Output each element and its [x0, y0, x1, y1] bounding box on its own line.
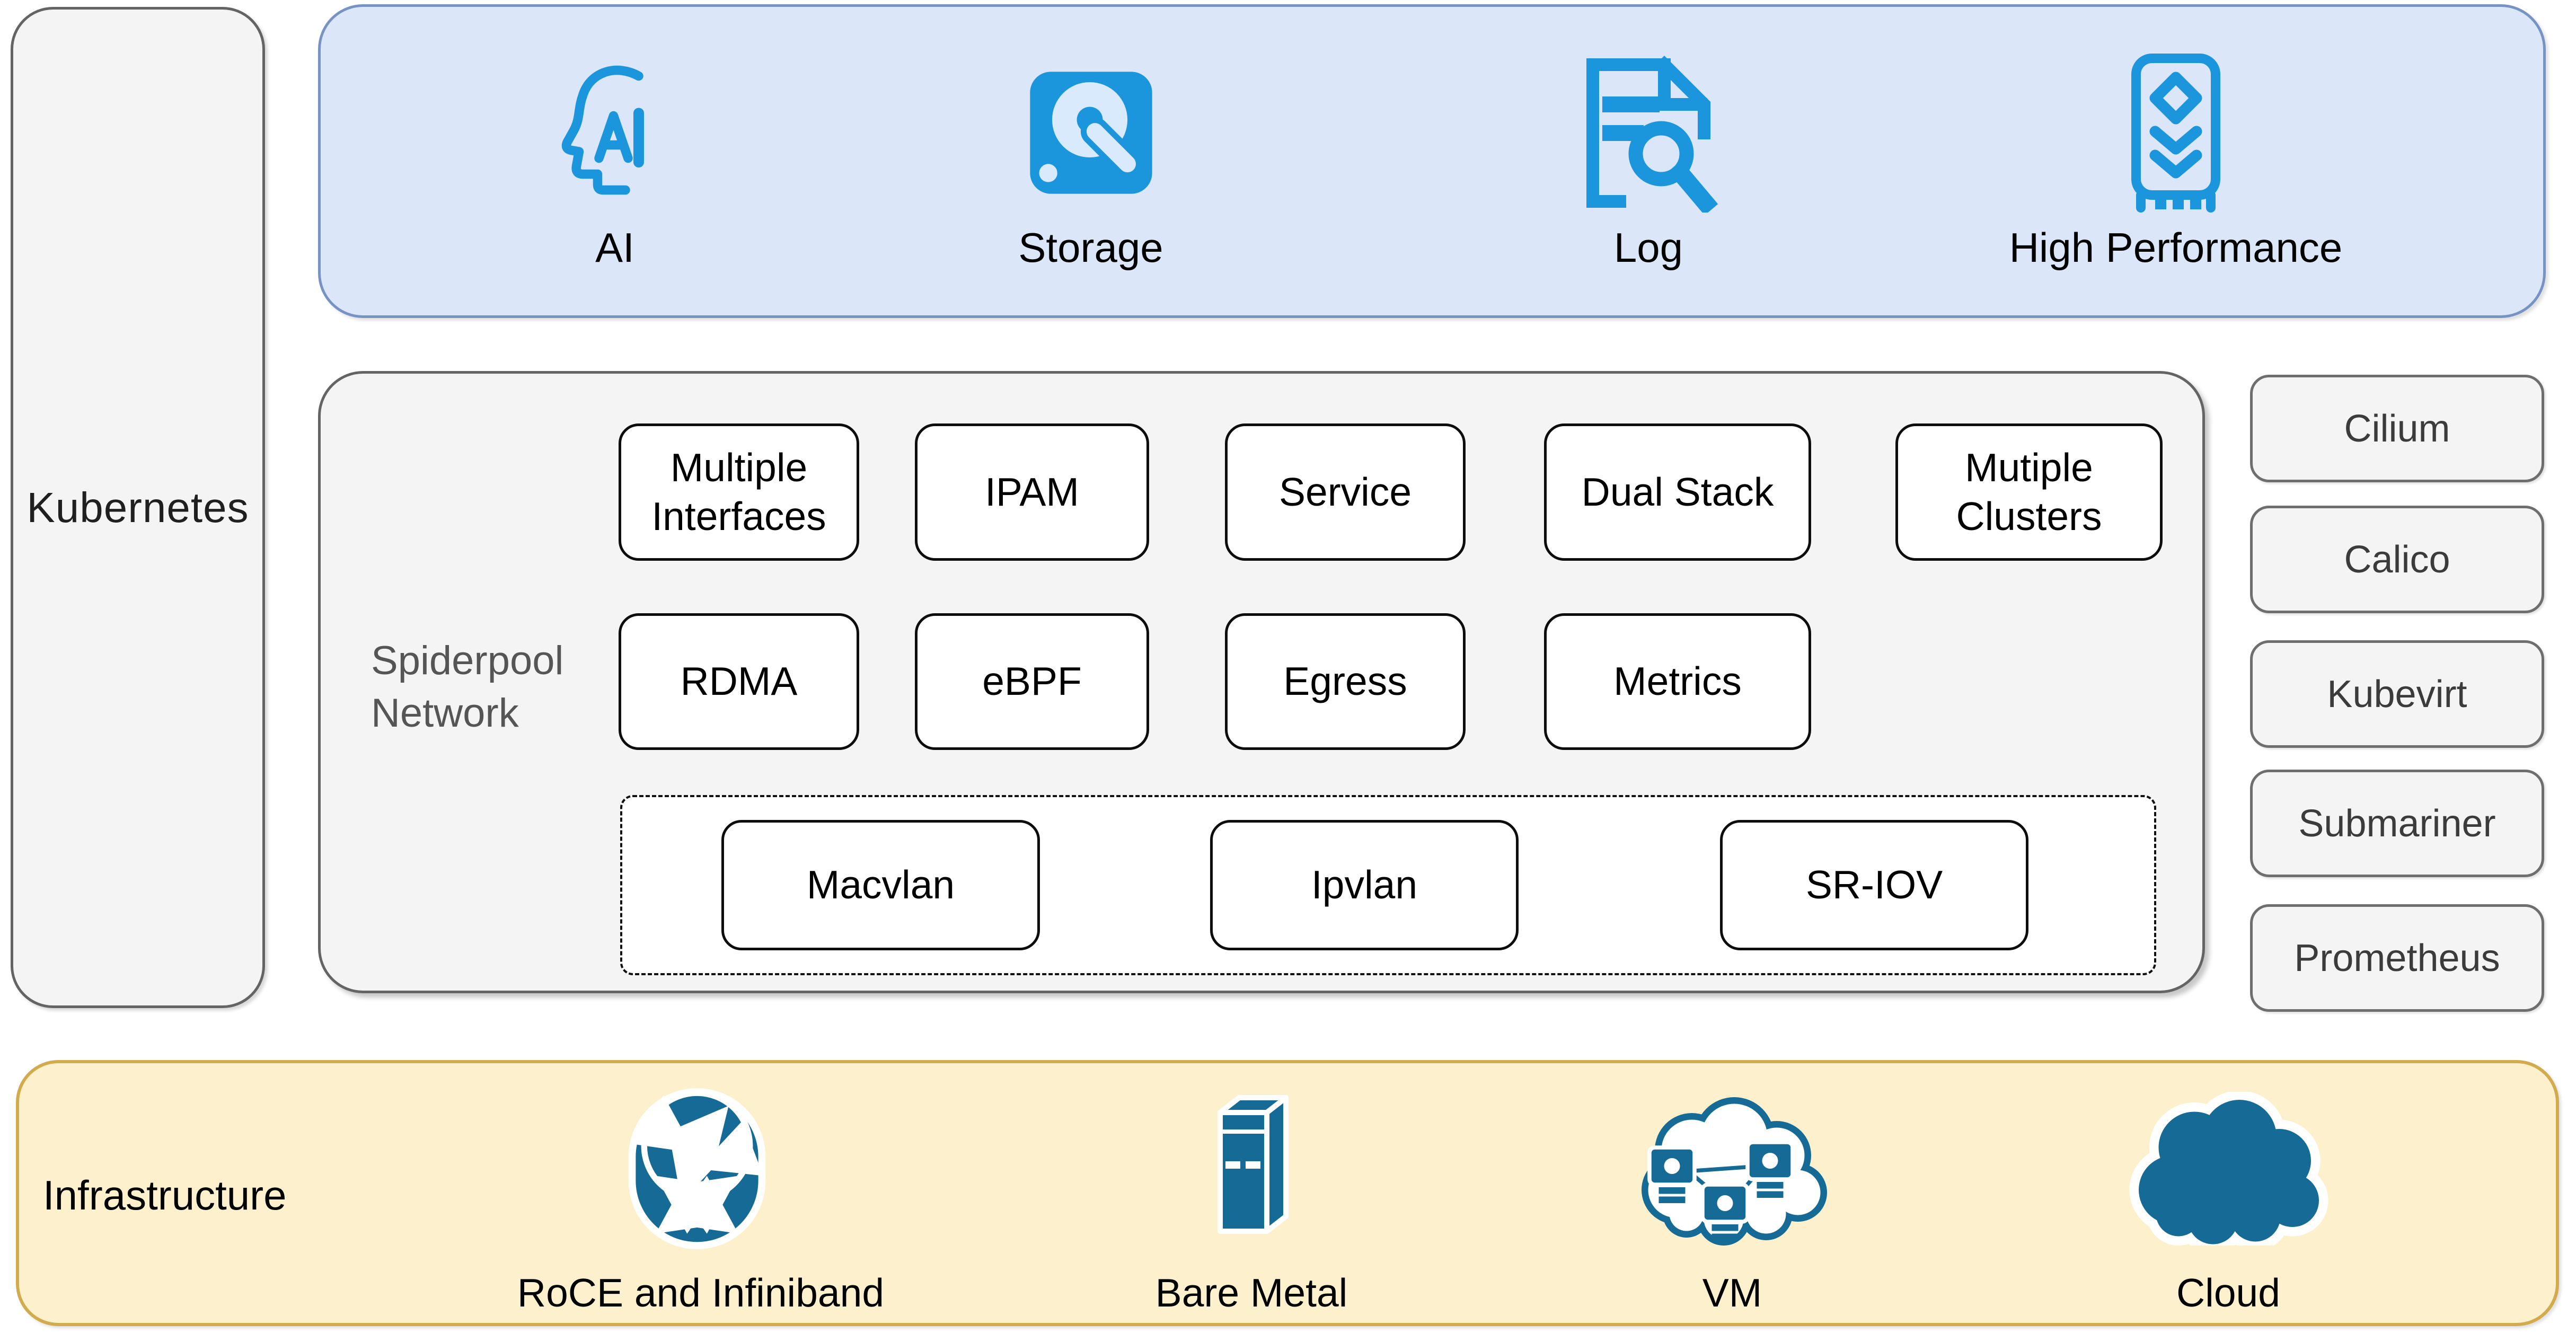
router-icon — [610, 1079, 784, 1259]
kubernetes-panel: Kubernetes — [11, 7, 265, 1008]
ecosystem-box-prometheus: Prometheus — [2250, 904, 2544, 1012]
service-item-label: Log — [1613, 224, 1683, 271]
ecosystem-label: Cilium — [2344, 407, 2450, 450]
service-item-label: High Performance — [2009, 224, 2343, 271]
ecosystem-label: Calico — [2344, 538, 2450, 581]
ecosystem-box-submariner: Submariner — [2250, 770, 2544, 877]
feature-label: Metrics — [1613, 659, 1742, 704]
hard-disk-icon — [1026, 49, 1156, 216]
ecosystem-box-kubevirt: Kubevirt — [2250, 640, 2544, 748]
feature-box-multiple-interfaces: Multiple Interfaces — [619, 423, 859, 561]
infra-item-label-roce: RoCE and Infiniband — [517, 1270, 885, 1315]
log-search-icon — [1569, 49, 1728, 216]
cni-label: SR-IOV — [1805, 862, 1943, 907]
feature-label: Multiple Interfaces — [651, 445, 826, 539]
infra-item-label-cloud: Cloud — [2176, 1270, 2280, 1315]
cni-box-ipvlan: Ipvlan — [1210, 820, 1519, 950]
feature-box-ebpf: eBPF — [915, 613, 1149, 750]
service-item-log: Log — [1463, 49, 1834, 293]
spiderpool-label-line2: Network — [371, 690, 519, 736]
infra-item-label-vm: VM — [1702, 1270, 1762, 1315]
ecosystem-label: Kubevirt — [2327, 673, 2467, 716]
kubernetes-label: Kubernetes — [27, 483, 249, 531]
feature-box-egress: Egress — [1225, 613, 1466, 750]
performance-chip-icon — [2096, 49, 2255, 216]
service-item-ai: AI — [429, 49, 800, 293]
feature-label: Mutiple Clusters — [1956, 445, 2102, 539]
feature-box-rdma: RDMA — [619, 613, 859, 750]
cni-box-macvlan: Macvlan — [721, 820, 1040, 950]
feature-label: IPAM — [985, 469, 1079, 514]
spiderpool-label-line1: Spiderpool — [371, 638, 564, 683]
feature-box-ipam: IPAM — [915, 423, 1149, 561]
service-item-high-performance: High Performance — [1990, 49, 2361, 293]
ai-head-icon — [549, 49, 681, 216]
service-item-label: AI — [595, 224, 634, 271]
cni-label: Ipvlan — [1311, 862, 1418, 907]
server-tower-icon — [1201, 1089, 1307, 1248]
ecosystem-label: Submariner — [2298, 802, 2496, 845]
ecosystem-label: Prometheus — [2294, 937, 2500, 979]
cloud-icon — [2112, 1092, 2330, 1246]
feature-box-dual-stack: Dual Stack — [1544, 423, 1811, 561]
feature-box-metrics: Metrics — [1544, 613, 1811, 750]
cni-box-sriov: SR-IOV — [1720, 820, 2028, 950]
cni-label: Macvlan — [806, 862, 955, 907]
service-item-label: Storage — [1018, 224, 1163, 271]
spiderpool-label: Spiderpool Network — [371, 635, 594, 740]
feature-label: Egress — [1283, 659, 1407, 704]
infrastructure-label: Infrastructure — [43, 1172, 287, 1219]
feature-label: RDMA — [680, 659, 798, 704]
service-item-storage: Storage — [905, 49, 1276, 293]
infra-item-label-bare-metal: Bare Metal — [1155, 1270, 1348, 1315]
feature-label: eBPF — [982, 659, 1082, 704]
feature-label: Service — [1278, 469, 1412, 514]
platform-services-panel: AI Storage — [318, 4, 2546, 318]
ecosystem-box-cilium: Cilium — [2250, 375, 2544, 482]
feature-label: Dual Stack — [1581, 469, 1774, 514]
vm-cloud-icon — [1612, 1089, 1840, 1248]
ecosystem-box-calico: Calico — [2250, 506, 2544, 613]
feature-box-service: Service — [1225, 423, 1466, 561]
feature-box-mutiple-clusters: Mutiple Clusters — [1895, 423, 2163, 561]
